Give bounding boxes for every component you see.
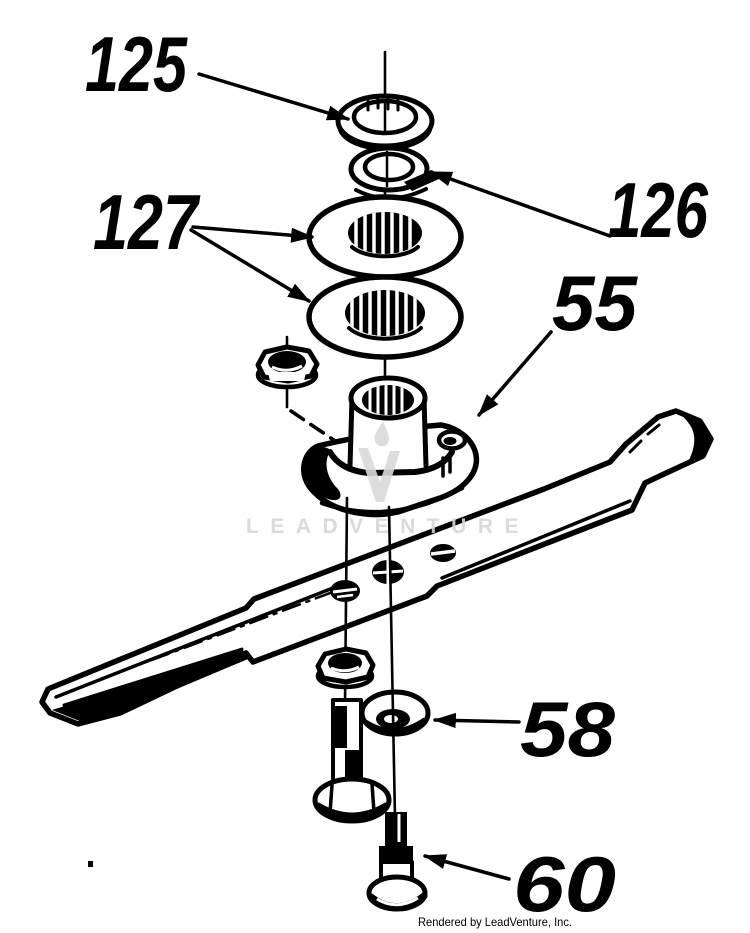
part-58-washer [359, 689, 431, 737]
arrow-58 [433, 712, 521, 729]
part-126-lock-washer [348, 145, 439, 201]
part-125-bell-washer [335, 93, 435, 151]
spindle-hex-nut [255, 344, 320, 390]
footer-credit: Rendered by LeadVenture, Inc. [418, 915, 572, 929]
callout-arrows [189, 72, 612, 881]
spline-stripes [354, 212, 412, 254]
blade-holes [330, 544, 456, 602]
arrow-126 [429, 170, 612, 238]
part-127-flat-washer-lower [306, 274, 464, 360]
blade-mount-nut [315, 646, 376, 690]
arrow-125 [197, 72, 350, 121]
blade-mount-bolt [312, 698, 392, 824]
part-55-blade-adapter [300, 375, 480, 518]
part-60-hex-bolt [366, 812, 428, 912]
leadventure-logo-watermark [358, 421, 400, 502]
arrow-55 [477, 330, 553, 417]
arrow-127-lower [189, 228, 311, 303]
head-facets [328, 782, 376, 815]
spline-stripes [368, 385, 404, 415]
knurl-ticks [366, 96, 400, 112]
wing-fold-dashes [628, 423, 661, 454]
callout-label-60: 60 [513, 840, 616, 928]
main-centerline-lower [387, 505, 397, 820]
callout-label-125: 125 [85, 20, 188, 108]
callout-label-55: 55 [552, 259, 639, 347]
callout-label-127: 127 [93, 178, 201, 266]
watermark: LEADVENTURE [246, 421, 530, 538]
part-127-flat-washer-upper [306, 194, 464, 280]
arrow-127-upper [191, 225, 314, 243]
callout-label-58: 58 [520, 685, 616, 773]
watermark-text: LEADVENTURE [246, 515, 530, 538]
callout-label-126: 126 [608, 166, 708, 254]
arrow-60 [423, 854, 511, 881]
stray-mark [88, 861, 93, 867]
